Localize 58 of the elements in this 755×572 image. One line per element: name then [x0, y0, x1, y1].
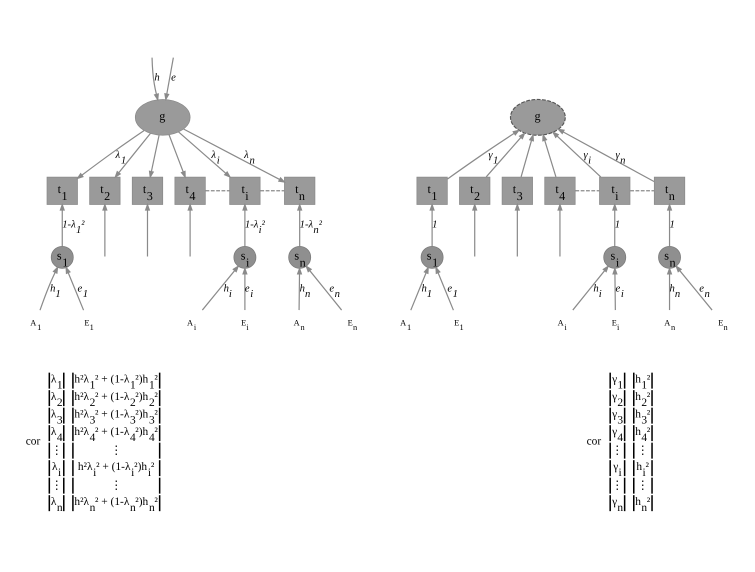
arrow [675, 264, 713, 310]
arrow [514, 202, 520, 256]
arrow [202, 264, 240, 310]
arrow [666, 266, 672, 310]
edge-label: 1 [670, 219, 675, 230]
arrow [552, 131, 602, 178]
arrow [542, 133, 557, 178]
arrow [435, 266, 454, 310]
arrow [187, 202, 193, 256]
arrow [39, 266, 58, 310]
arrow [148, 135, 160, 179]
connector [630, 190, 654, 192]
arrow [296, 202, 302, 246]
arrow [572, 264, 610, 310]
arrow [429, 202, 435, 246]
arrow [296, 266, 302, 310]
arrow [486, 132, 526, 178]
arrow [102, 202, 108, 256]
label: ⋮ [50, 444, 62, 456]
arrow [168, 134, 186, 179]
label: ⋮ [612, 444, 623, 456]
edge-label: 1 [432, 219, 438, 230]
arrow [520, 133, 534, 178]
arrow [144, 202, 150, 256]
arrow [114, 132, 151, 178]
arrow [472, 202, 478, 256]
connector [260, 190, 284, 192]
arrow [164, 58, 174, 102]
node-ellipse: g [134, 99, 190, 136]
arrow [305, 264, 342, 310]
arrow [557, 202, 563, 256]
arrow [76, 130, 144, 180]
edge-label: h [154, 72, 160, 84]
arrow [65, 266, 84, 310]
label: ⋮ [637, 479, 648, 492]
arrow [183, 128, 286, 183]
connector [206, 190, 230, 192]
edge-label: e [171, 72, 176, 84]
label: ⋮ [50, 479, 62, 492]
label: ⋮ [110, 444, 122, 456]
arrow [60, 202, 65, 246]
arrow [242, 202, 248, 246]
arrow [556, 128, 655, 182]
arrow [666, 202, 672, 246]
edge-label: 1 [614, 219, 620, 230]
arrow [151, 58, 159, 102]
arrow [612, 202, 618, 246]
arrow [242, 266, 248, 310]
arrow [178, 132, 232, 178]
label: ⋮ [612, 479, 623, 492]
label: ⋮ [637, 444, 648, 456]
arrow [612, 266, 618, 310]
arrow [410, 266, 429, 310]
label: ⋮ [110, 479, 122, 492]
label: cor [586, 436, 602, 448]
label: cor [26, 436, 40, 448]
arrow [447, 129, 520, 180]
connector [575, 190, 600, 192]
